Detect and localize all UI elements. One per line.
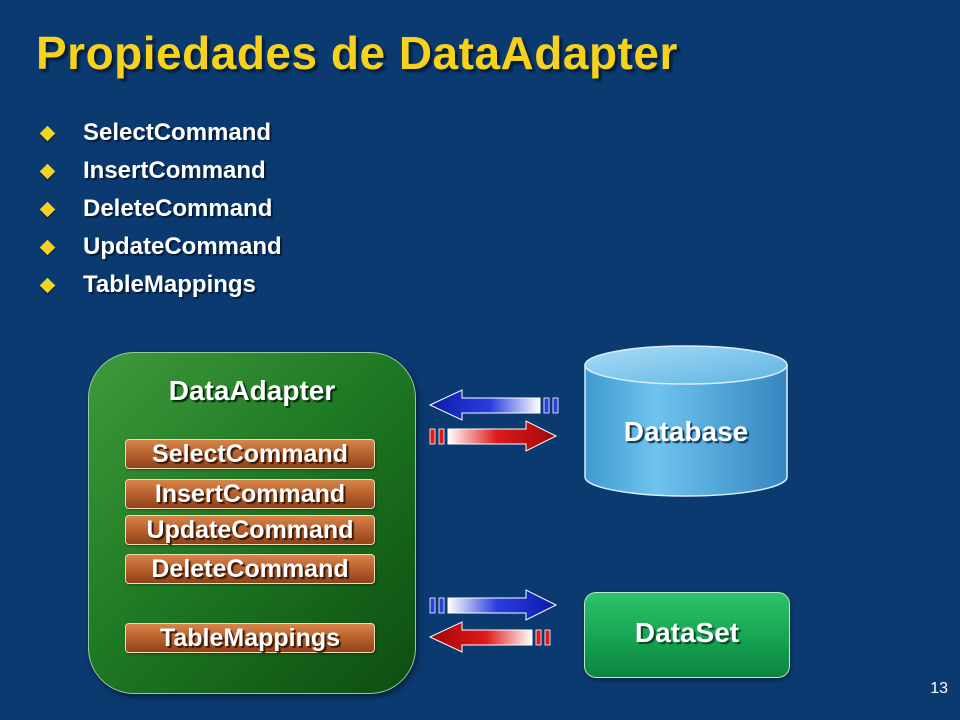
- bullet-item: TableMappings: [36, 266, 282, 304]
- bullet-text: UpdateCommand: [83, 233, 282, 260]
- page-number: 13: [930, 680, 948, 697]
- arrow-right-blue-icon: [429, 589, 558, 621]
- selectcommand-box: SelectCommand: [125, 439, 375, 469]
- dataadapter-title: DataAdapter: [168, 375, 336, 406]
- arrow-left-blue-icon: [428, 389, 559, 421]
- bullet-item: SelectCommand: [36, 114, 282, 152]
- bullet-list: SelectCommand InsertCommand DeleteComman…: [36, 114, 282, 304]
- bullet-item: UpdateCommand: [36, 228, 282, 266]
- tablemappings-box: TableMappings: [125, 623, 375, 653]
- dataset-box: DataSet: [584, 592, 790, 678]
- bullet-text: SelectCommand: [83, 119, 272, 146]
- arrow-left-red-icon: [428, 621, 551, 653]
- dataadapter-box: DataAdapter SelectCommand InsertCommand …: [88, 352, 416, 694]
- bullet-item: DeleteCommand: [36, 190, 282, 228]
- database-cylinder: Database: [583, 344, 789, 498]
- bullet-item: InsertCommand: [36, 152, 282, 190]
- bullet-text: DeleteCommand: [83, 195, 273, 222]
- updatecommand-box: UpdateCommand: [125, 515, 375, 545]
- bullet-text: InsertCommand: [83, 157, 266, 184]
- dataset-label: DataSet: [634, 617, 740, 648]
- deletecommand-box: DeleteCommand: [125, 554, 375, 584]
- insertcommand-box: InsertCommand: [125, 479, 375, 509]
- slide-title: Propiedades de DataAdapter: [36, 27, 678, 79]
- database-cylinder-icon: [584, 345, 788, 497]
- bullet-text: TableMappings: [83, 271, 256, 298]
- database-label: Database: [623, 416, 749, 447]
- arrow-right-red-icon: [429, 420, 558, 452]
